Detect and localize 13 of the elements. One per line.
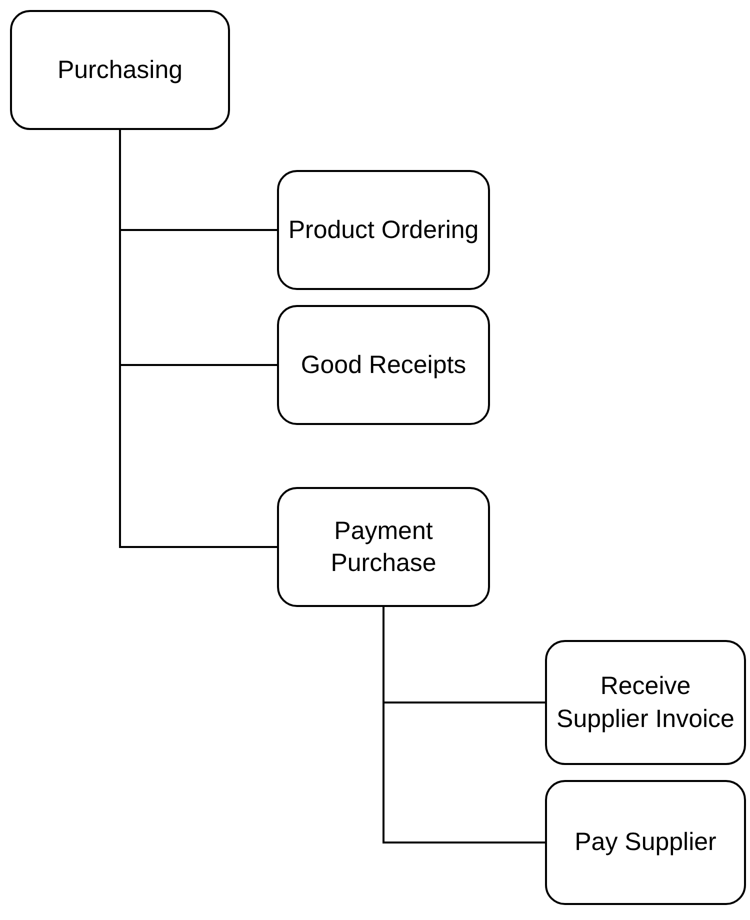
node-label: Payment Purchase xyxy=(330,516,438,579)
connector-line xyxy=(382,607,545,844)
node-label: Purchasing xyxy=(56,54,184,86)
node-label: Product Ordering xyxy=(287,214,480,246)
rounded-box xyxy=(277,170,490,290)
rounded-box xyxy=(277,305,490,425)
rounded-box xyxy=(545,640,746,765)
rounded-box xyxy=(277,487,490,607)
rounded-box xyxy=(545,780,746,905)
node-label: Good Receipts xyxy=(300,350,468,381)
node-label: Receive Supplier Invoice xyxy=(556,671,736,734)
rounded-box xyxy=(10,10,230,130)
node-label: Pay Supplier xyxy=(574,827,718,858)
